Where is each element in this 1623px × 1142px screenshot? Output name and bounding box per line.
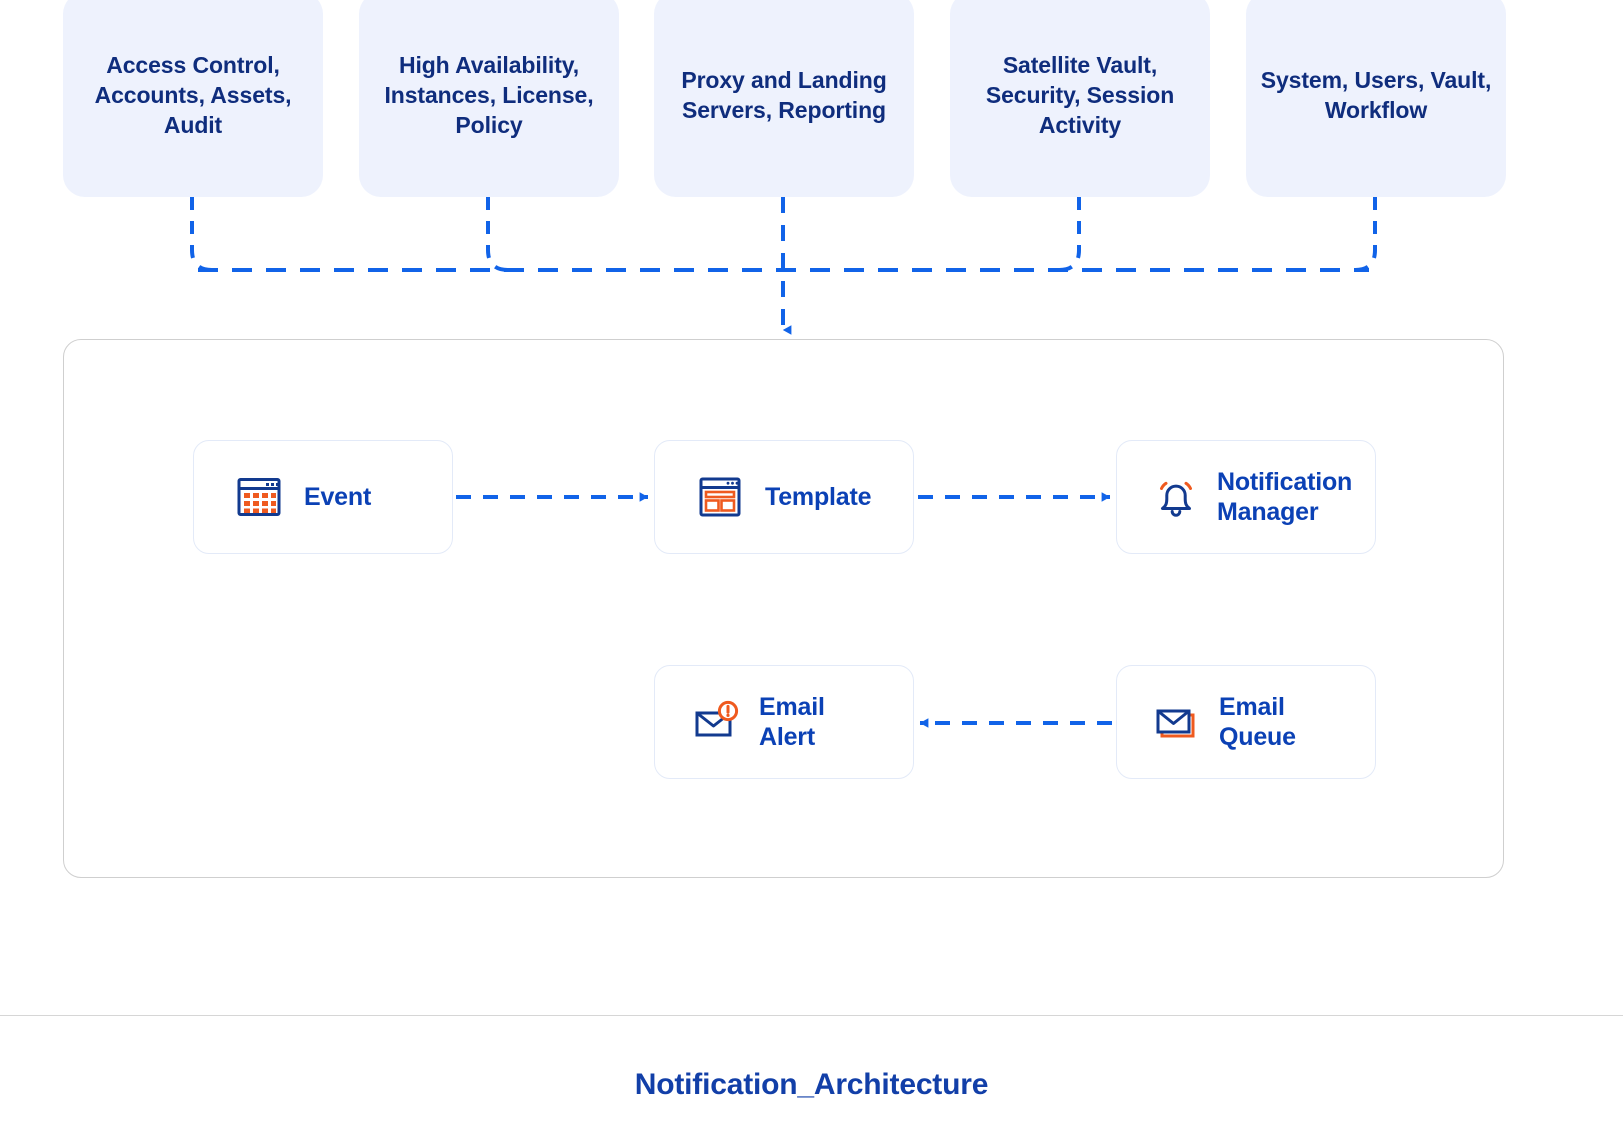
node-card-notification-manager[interactable]: Notification Manager: [1116, 440, 1376, 554]
envelope-alert-icon: [693, 699, 739, 745]
node-label-email-alert: Email Alert: [759, 693, 825, 751]
node-card-email-queue[interactable]: Email Queue: [1116, 665, 1376, 779]
node-label-template: Template: [765, 483, 872, 511]
node-label-email-queue: Email Queue: [1219, 693, 1296, 751]
browser-template-icon: [697, 474, 743, 520]
footer-divider: [0, 1015, 1623, 1016]
source-box-satellite-vault[interactable]: Satellite Vault, Security, Session Activ…: [950, 0, 1210, 197]
node-label-notification-manager: Notification Manager: [1217, 468, 1353, 526]
notification-subsystem-container: [63, 339, 1504, 878]
source-box-high-availability[interactable]: High Availability, Instances, License, P…: [359, 0, 619, 197]
node-card-template[interactable]: Template: [654, 440, 914, 554]
node-card-email-alert[interactable]: Email Alert: [654, 665, 914, 779]
source-box-label: System, Users, Vault, Workflow: [1260, 66, 1492, 123]
diagram-title: Notification_Architecture: [634, 1068, 989, 1101]
connector-high-availability-to-bus: [486, 197, 509, 272]
calendar-icon: [236, 474, 282, 520]
source-box-access-control[interactable]: Access Control, Accounts, Assets, Audit: [63, 0, 323, 197]
source-box-label: Access Control, Accounts, Assets, Audit: [94, 51, 292, 138]
connector-access-control-to-bus: [190, 197, 213, 272]
source-box-label: High Availability, Instances, License, P…: [384, 51, 594, 138]
connector-satellite-vault-to-bus: [1058, 197, 1081, 272]
source-box-system-users[interactable]: System, Users, Vault, Workflow: [1246, 0, 1506, 197]
node-label-event: Event: [304, 483, 372, 511]
source-box-label: Proxy and Landing Servers, Reporting: [681, 66, 887, 123]
bell-icon: [1153, 474, 1199, 520]
envelope-stack-icon: [1153, 699, 1199, 745]
source-box-label: Satellite Vault, Security, Session Activ…: [985, 51, 1175, 138]
source-box-proxy-landing[interactable]: Proxy and Landing Servers, Reporting: [654, 0, 914, 197]
node-card-event[interactable]: Event: [193, 440, 453, 554]
connector-system-users-to-bus: [1354, 197, 1377, 272]
